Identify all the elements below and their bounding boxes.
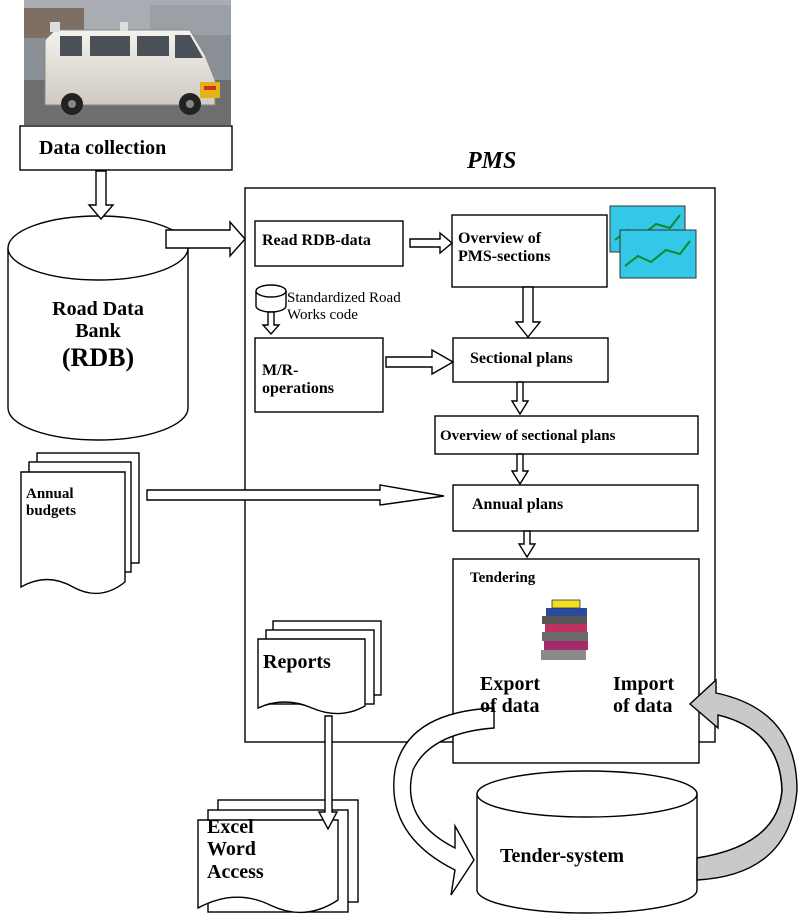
- mr-line1: M/R-: [262, 362, 299, 379]
- annual-plans-box: [452, 484, 699, 532]
- std-code-cylinder: [255, 284, 287, 313]
- mr-operations-box: [254, 337, 384, 413]
- overview-pms-line2: PMS-sections: [458, 247, 551, 265]
- export-curved-arrow: [393, 707, 495, 896]
- data-collection-label: Data collection: [39, 137, 167, 159]
- data-collection-box: [19, 125, 233, 171]
- chart-thumbnails: [609, 205, 697, 279]
- tendering-label: Tendering: [470, 570, 536, 586]
- overview-pms-box: [451, 214, 608, 288]
- binder-stack-icon: [541, 599, 588, 660]
- overview-pms-label: Overview of PMS-sections: [458, 230, 550, 266]
- arrow-rdb-to-pms: [165, 220, 246, 258]
- overview-pms-line1: Overview of: [458, 230, 542, 247]
- sectional-plans-box: [452, 337, 609, 383]
- arrow-sectional-to-overview: [510, 381, 530, 416]
- std-code-line1: Standardized Road: [287, 290, 401, 306]
- overview-sectional-box: [434, 415, 699, 455]
- export-label: Export of data: [480, 673, 540, 718]
- arrow-read-to-overview: [409, 231, 454, 255]
- import-line2: of data: [613, 695, 673, 718]
- office-label: Excel Word Access: [207, 816, 264, 883]
- reports-documents: [257, 620, 382, 715]
- arrow-data-to-rdb: [87, 170, 115, 221]
- arrow-reports-to-office: [317, 715, 339, 831]
- survey-van-photo: [24, 0, 231, 125]
- arrow-budgets-to-annual: [146, 484, 445, 506]
- import-line1: Import: [613, 673, 675, 695]
- std-code-line2: Works code: [287, 306, 358, 323]
- overview-sectional-label: Overview of sectional plans: [440, 428, 616, 444]
- rdb-line2: Bank: [75, 320, 121, 343]
- std-code-label: Standardized Road Works code: [287, 290, 401, 324]
- rdb-line3: (RDB): [61, 342, 135, 372]
- annual-budgets-documents: [20, 452, 140, 595]
- annual-budgets-line2: budgets: [26, 502, 77, 519]
- sectional-plans-label: Sectional plans: [470, 350, 573, 367]
- annual-plans-label: Annual plans: [472, 496, 564, 513]
- office-line1: Excel: [207, 816, 254, 838]
- tender-system-label: Tender-system: [500, 845, 625, 867]
- read-rdb-box: [254, 220, 404, 267]
- office-line3: Access: [207, 860, 264, 883]
- arrow-mr-to-sectional: [385, 348, 455, 376]
- rdb-line1: Road Data: [52, 298, 144, 320]
- export-line1: Export: [480, 673, 540, 695]
- arrow-annual-to-tendering: [517, 530, 537, 559]
- arrow-overview-to-sectional: [514, 286, 542, 339]
- rdb-label: Road Data Bank (RDB): [10, 298, 186, 372]
- import-label: Import of data: [613, 673, 674, 718]
- tender-system-cylinder: [476, 770, 698, 914]
- pms-title: PMS: [467, 148, 517, 174]
- arrow-overview-to-annual: [510, 453, 530, 486]
- read-rdb-label: Read RDB-data: [262, 232, 371, 249]
- import-curved-arrow: [688, 678, 798, 881]
- annual-budgets-line1: Annual: [26, 486, 74, 502]
- office-line2: Word: [207, 838, 256, 861]
- arrow-code-to-mr: [261, 311, 281, 336]
- mr-operations-label: M/R- operations: [262, 362, 334, 398]
- office-documents: [197, 799, 359, 914]
- annual-budgets-label: Annual budgets: [26, 486, 76, 520]
- mr-line2: operations: [262, 379, 334, 397]
- tendering-box: [452, 558, 700, 764]
- reports-label: Reports: [263, 651, 331, 673]
- export-line2: of data: [480, 695, 540, 718]
